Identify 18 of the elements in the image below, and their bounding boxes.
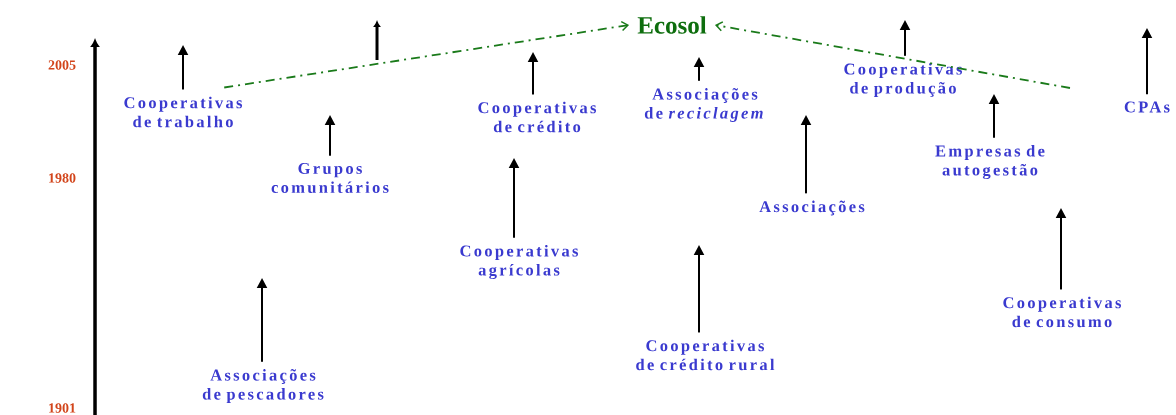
category-label: Empresas de autogestão	[935, 144, 1045, 180]
category-label: Cooperativas agrícolas	[460, 244, 579, 280]
category-label: CPAs	[1124, 101, 1170, 113]
category-label: Associações de pescadores	[202, 369, 324, 403]
category-label: Associações de reciclagem	[644, 88, 763, 122]
year-label: 1980	[49, 173, 76, 183]
dash-dot-arrow	[223, 20, 630, 89]
category-label: Associações	[759, 200, 865, 216]
category-label: Cooperativas de produção	[844, 63, 963, 97]
title-text: Ecosol	[637, 16, 707, 34]
category-label: Cooperativas de consumo	[1003, 296, 1122, 328]
category-label: Grupos comunitários	[271, 162, 389, 194]
dash-dot-arrow	[714, 21, 1071, 89]
category-label: Cooperativas de trabalho	[124, 96, 243, 128]
category-label: Cooperativas de crédito rural	[636, 339, 775, 371]
year-label: 2005	[48, 60, 76, 70]
category-label: Cooperativas de crédito	[478, 101, 597, 133]
year-label: 1901	[49, 403, 76, 413]
